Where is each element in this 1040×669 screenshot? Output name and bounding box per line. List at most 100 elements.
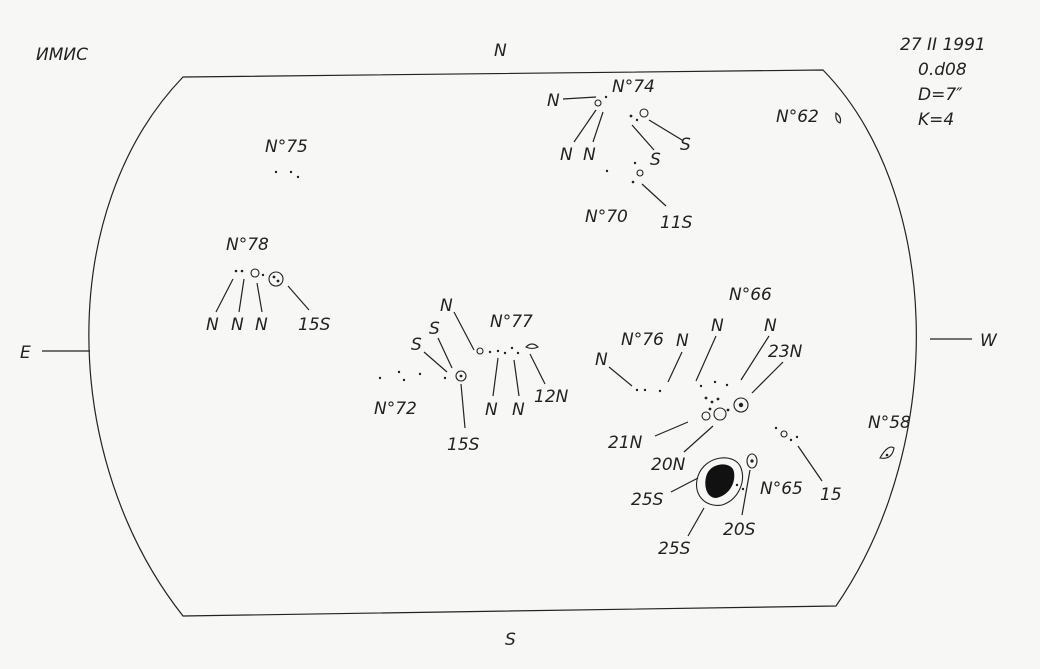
- spot: [488, 350, 492, 354]
- leader: [648, 119, 683, 141]
- leader: [423, 351, 448, 373]
- spot: [296, 175, 300, 179]
- south-label: S: [505, 630, 516, 650]
- group-70-label: N°70: [585, 207, 628, 227]
- north-label: N: [494, 41, 507, 61]
- leader: [641, 183, 667, 207]
- spot: [636, 169, 644, 177]
- leader: [667, 351, 683, 383]
- g66-n3: N: [764, 316, 777, 336]
- spot: [780, 430, 788, 438]
- spot: [726, 408, 730, 412]
- leader: [654, 421, 689, 437]
- leader: [215, 278, 234, 313]
- spot: [250, 268, 260, 278]
- g74-n1: N: [560, 145, 573, 165]
- leader: [238, 278, 245, 313]
- leader: [573, 109, 597, 143]
- leader: [608, 366, 633, 387]
- leader: [460, 383, 466, 429]
- leader: [287, 285, 310, 311]
- leader: [740, 335, 770, 381]
- west-label: W: [980, 331, 998, 351]
- g72-s2: S: [411, 335, 422, 355]
- leader: [751, 361, 784, 394]
- leader: [695, 335, 717, 382]
- spot: [738, 402, 744, 408]
- g66-n2: N: [711, 316, 724, 336]
- leader: [687, 507, 705, 537]
- spot: [750, 459, 754, 463]
- leader: [741, 469, 751, 516]
- date-label: 27 II 1991: [900, 35, 986, 55]
- spot: [701, 411, 711, 421]
- spot: [268, 271, 284, 287]
- spot: [735, 483, 739, 487]
- large-spot-umbra: [705, 464, 735, 498]
- spot: [496, 349, 500, 353]
- spot: [635, 388, 639, 392]
- spot: [418, 372, 422, 376]
- spot: [503, 351, 507, 355]
- g74-s1: S: [680, 135, 691, 155]
- spot: [789, 438, 793, 442]
- group-78-label: N°78: [226, 235, 269, 255]
- leader: [670, 477, 699, 493]
- spot: [879, 446, 895, 459]
- g65-25s-a: 25S: [631, 490, 664, 510]
- g78-15s: 15S: [298, 315, 331, 335]
- spot: [261, 273, 265, 277]
- leader: [437, 337, 453, 369]
- spot: [835, 111, 842, 124]
- spot: [525, 343, 539, 350]
- spot: [455, 370, 467, 382]
- leader: [683, 425, 714, 453]
- spot: [746, 453, 758, 469]
- spot: [289, 170, 293, 174]
- spot: [704, 396, 708, 400]
- spot: [276, 279, 280, 283]
- group-65-label: N°65: [760, 479, 803, 499]
- spot: [234, 269, 238, 273]
- leader: [562, 96, 597, 100]
- spot: [240, 269, 244, 273]
- g78-n2: N: [231, 315, 244, 335]
- spot: [274, 170, 278, 174]
- spot: [402, 378, 406, 382]
- spot: [710, 400, 714, 404]
- g65-25s-b: 25S: [658, 539, 691, 559]
- g66-20n: 20N: [651, 455, 686, 475]
- disk-outline: [88, 69, 917, 617]
- spot: [725, 383, 729, 387]
- spot: [713, 380, 717, 384]
- spot: [658, 389, 662, 393]
- group-77-label: N°77: [490, 312, 533, 332]
- spot: [633, 161, 637, 165]
- spot: [443, 376, 447, 380]
- spot: [397, 370, 401, 374]
- spot: [708, 407, 712, 411]
- spot: [635, 118, 639, 122]
- spot: [459, 374, 463, 378]
- g72-15s: 15S: [447, 435, 480, 455]
- spot: [774, 426, 778, 430]
- spot: [378, 376, 382, 380]
- g66-23n: 23N: [768, 342, 803, 362]
- g74-s2: S: [650, 150, 661, 170]
- quality-label: K=4: [918, 110, 954, 130]
- spot: [716, 397, 720, 401]
- group-58-label: N°58: [868, 413, 911, 433]
- spot: [885, 453, 889, 457]
- g78-n3: N: [255, 315, 268, 335]
- observatory-label: ИМИС: [36, 45, 88, 65]
- g76-n: N: [595, 350, 608, 370]
- g66-21n: 21N: [608, 433, 643, 453]
- leader: [529, 353, 546, 385]
- spot: [516, 351, 520, 355]
- spot: [510, 346, 514, 350]
- spot: [605, 169, 609, 173]
- leader: [631, 124, 655, 151]
- group-72-label: N°72: [374, 399, 417, 419]
- group-76-label: N°76: [621, 330, 664, 350]
